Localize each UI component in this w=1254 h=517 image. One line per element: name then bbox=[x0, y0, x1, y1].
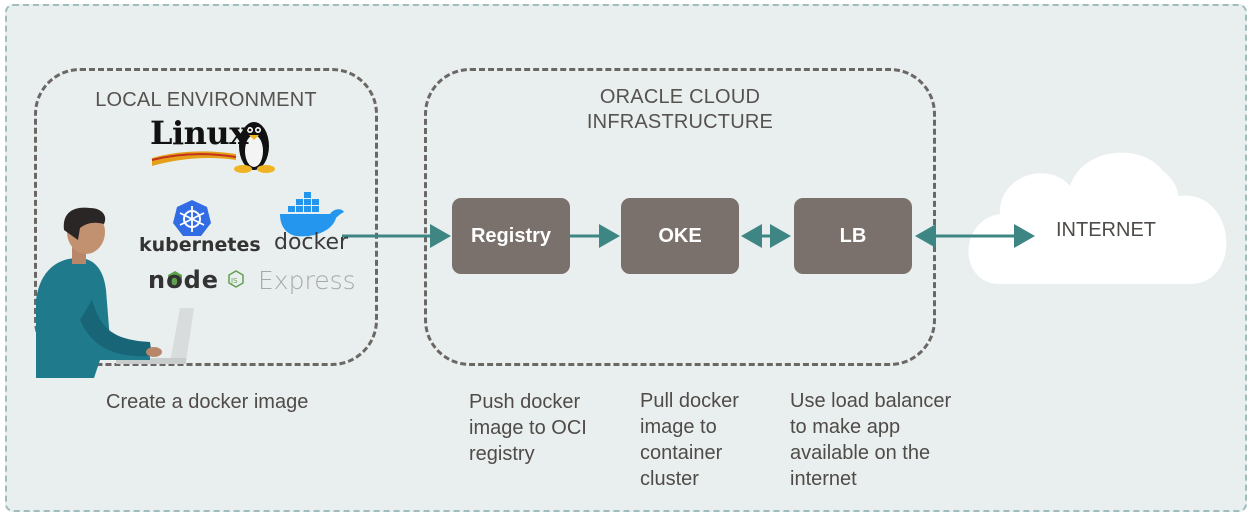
svg-text:JS: JS bbox=[230, 277, 238, 285]
express-logo-text: Express bbox=[258, 266, 356, 295]
caption-load-balancer: Use load balancer to make app available … bbox=[790, 390, 952, 490]
docker-whale-icon bbox=[280, 192, 344, 237]
person-at-laptop-icon bbox=[36, 207, 194, 378]
oracle-cloud-title: ORACLE CLOUD INFRASTRUCTURE bbox=[586, 86, 774, 133]
kubernetes-logo-text: kubernetes bbox=[139, 234, 261, 256]
caption-pull-image: Pull docker image to container cluster bbox=[640, 390, 739, 490]
cloud-icon bbox=[968, 152, 1227, 284]
registry-node: Registry bbox=[452, 198, 570, 274]
node-logo-text: node bbox=[148, 266, 220, 294]
caption-push-image: Push docker image to OCI registry bbox=[469, 391, 587, 465]
local-environment-title: LOCAL ENVIRONMENT bbox=[95, 89, 317, 111]
docker-logo-text: docker bbox=[274, 230, 349, 255]
local-environment-zone bbox=[34, 68, 378, 366]
linux-logo-text: Linux bbox=[150, 114, 248, 152]
caption-create-image: Create a docker image bbox=[106, 391, 309, 413]
oke-node: OKE bbox=[621, 198, 739, 274]
nodejs-logo-icon: JS bbox=[168, 270, 244, 288]
internet-label: INTERNET bbox=[1056, 219, 1156, 241]
kubernetes-helm-icon bbox=[173, 200, 211, 236]
linux-tux-icon bbox=[234, 122, 275, 173]
oracle-cloud-zone bbox=[424, 68, 936, 366]
load-balancer-node: LB bbox=[794, 198, 912, 274]
